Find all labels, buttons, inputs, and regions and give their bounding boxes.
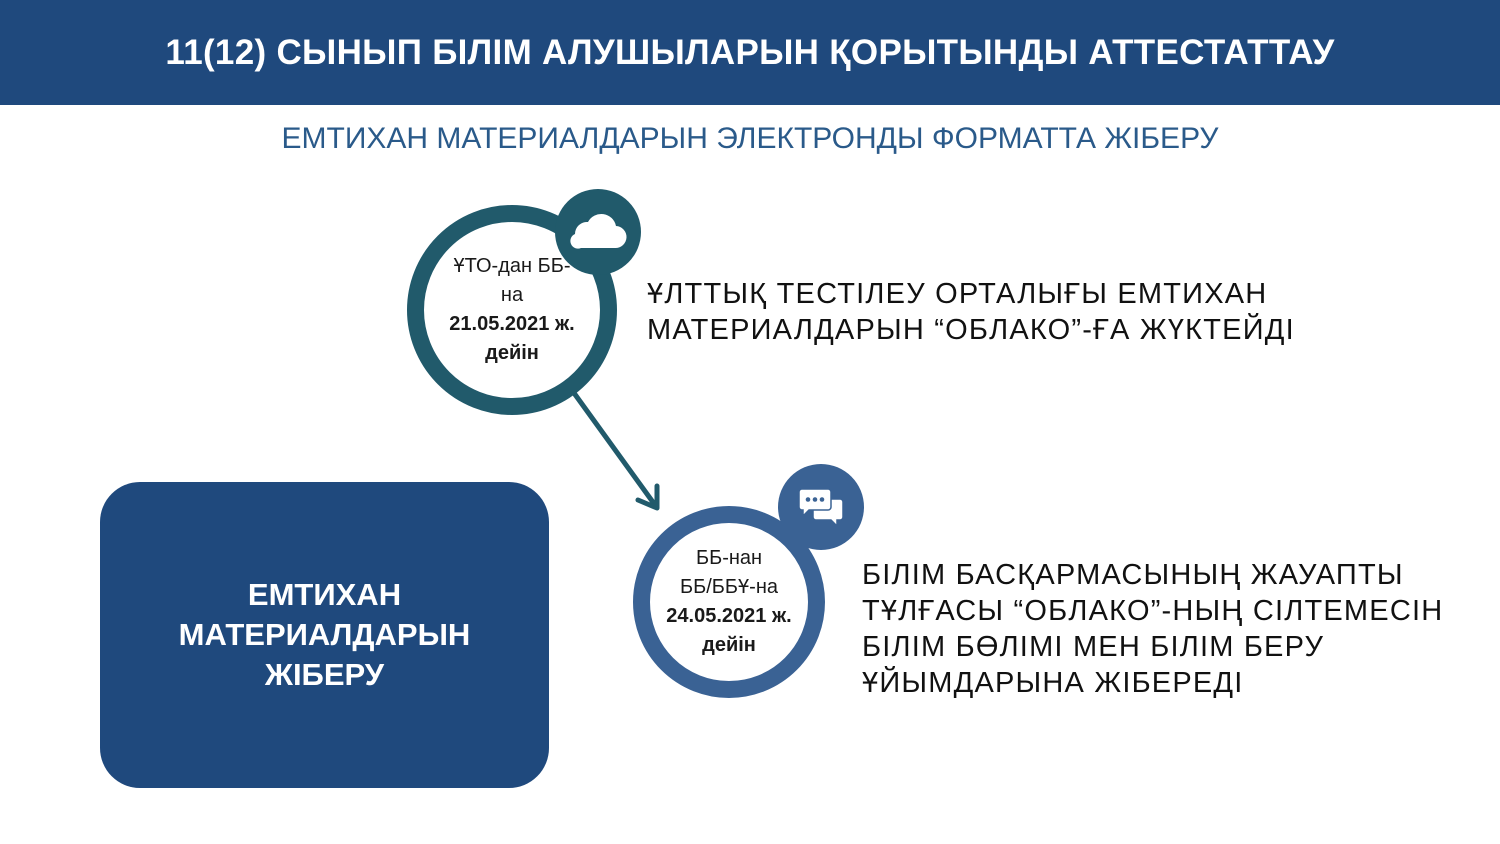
step2-description-line: ҰЙЫМДАРЫНА ЖІБЕРЕДІ — [862, 667, 1244, 699]
step1-circle-line: ҰТО-дан ББ- — [453, 255, 571, 277]
step2-circle-line: ББ-нан — [695, 547, 763, 569]
page-title: 11(12) СЫНЫП БІЛІМ АЛУШЫЛАРЫН ҚОРЫТЫНДЫ … — [165, 32, 1335, 72]
step1-description-line: МАТЕРИАЛДАРЫН “ОБЛАКО”-ҒА ЖҮКТЕЙДІ — [647, 314, 1295, 346]
step1-circle-line: на — [500, 284, 524, 306]
side-label-line: ЖІБЕРУ — [264, 657, 385, 692]
side-label-line: ЕМТИХАН — [247, 577, 402, 612]
cloud-icon — [570, 213, 627, 249]
step2-deadline-date: 24.05.2021 ж. — [666, 605, 792, 627]
step2-description-line: БІЛІМ БАСҚАРМАСЫНЫҢ ЖАУАПТЫ — [862, 559, 1404, 591]
step1-description: ҰЛТТЫҚ ТЕСТІЛЕУ ОРТАЛЫҒЫ ЕМТИХАН МАТЕРИА… — [647, 276, 1447, 348]
page-subtitle: ЕМТИХАН МАТЕРИАЛДАРЫН ЭЛЕКТРОНДЫ ФОРМАТТ… — [281, 122, 1219, 155]
header-bar: 11(12) СЫНЫП БІЛІМ АЛУШЫЛАРЫН ҚОРЫТЫНДЫ … — [0, 0, 1500, 105]
chat-bubbles-icon — [798, 488, 844, 527]
side-label-line: МАТЕРИАЛДАРЫН — [178, 617, 471, 652]
step2-description-line: ТҰЛҒАСЫ “ОБЛАКО”-НЫҢ СІЛТЕМЕСІН — [862, 595, 1444, 627]
step2-badge — [778, 464, 864, 550]
side-label: ЕМТИХАН МАТЕРИАЛДАРЫН ЖІБЕРУ — [145, 575, 505, 695]
step2-deadline-suffix: дейін — [702, 634, 756, 656]
step1-deadline-date: 21.05.2021 ж. — [449, 313, 575, 335]
step1-deadline-suffix: дейін — [485, 342, 539, 364]
step1-badge — [555, 189, 641, 275]
side-label-box: ЕМТИХАН МАТЕРИАЛДАРЫН ЖІБЕРУ — [100, 482, 549, 788]
step2-description: БІЛІМ БАСҚАРМАСЫНЫҢ ЖАУАПТЫ ТҰЛҒАСЫ “ОБЛ… — [862, 557, 1482, 701]
step2-description-line: БІЛІМ БӨЛІМІ МЕН БІЛІМ БЕРУ — [862, 631, 1325, 663]
step2-circle-line: ББ/ББҰ-на — [679, 576, 778, 598]
step1-description-line: ҰЛТТЫҚ ТЕСТІЛЕУ ОРТАЛЫҒЫ ЕМТИХАН — [647, 278, 1268, 310]
